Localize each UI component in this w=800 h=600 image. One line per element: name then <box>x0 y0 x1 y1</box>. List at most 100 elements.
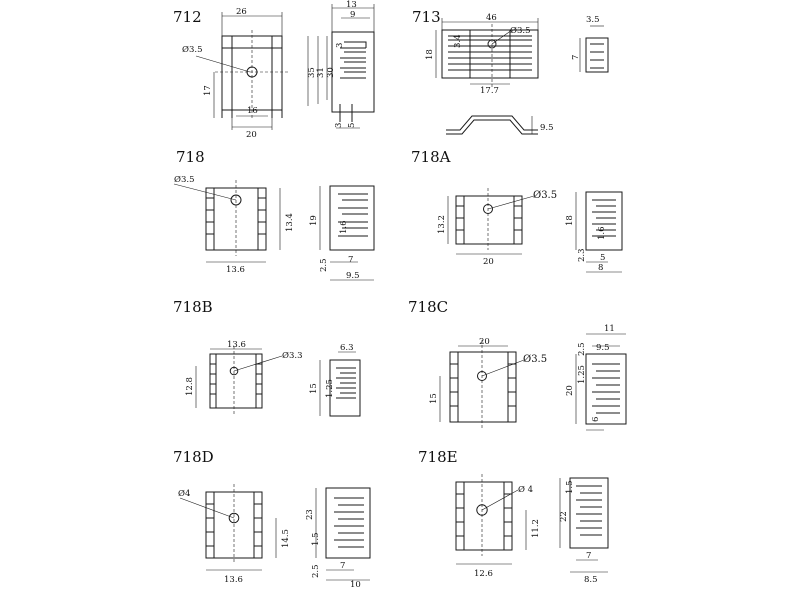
dim-hole: Ø 4 <box>518 484 533 495</box>
part-713: 713 46 18 3.4 Ø3.5 17.7 3.5 <box>412 8 609 135</box>
dim-pitch: 1.6 <box>597 226 607 240</box>
part-label: 712 <box>173 8 202 26</box>
dim-inner: 20 <box>246 130 257 140</box>
dim-depth: 10 <box>350 580 361 590</box>
dim-side-h: 15 <box>309 383 319 394</box>
dim-fin: 7 <box>340 561 345 571</box>
part-718: 718 Ø3.5 13.4 13.6 19 1.6 2.5 7 <box>173 148 375 281</box>
dim-width: 26 <box>236 7 247 17</box>
dim-fin: 7 <box>586 551 591 561</box>
part-label: 718B <box>173 298 213 316</box>
dim-pitch: 1.25 <box>325 379 335 398</box>
dim-pitch: 1.6 <box>339 220 349 234</box>
part-718B: 718B 13.6 Ø3.3 12.8 6.3 15 1.25 <box>173 298 361 417</box>
dim-base: 6 <box>591 417 601 422</box>
dim-h-inner: 30 <box>326 67 336 78</box>
dim-pitch: 1.5 <box>311 532 321 546</box>
dim-depth: 11 <box>604 324 615 334</box>
dim-fin: 7 <box>348 255 353 265</box>
dim-height: 14.5 <box>281 529 291 548</box>
side-view: 23 1.5 2.5 7 10 <box>305 487 371 590</box>
dim-bend: 9.5 <box>540 123 554 133</box>
dim-width: 13.6 <box>227 340 246 350</box>
dim-width: 12.6 <box>474 569 493 579</box>
dim-center: 17.7 <box>480 86 499 96</box>
part-718C: 718C 20 Ø3.5 15 11 9.5 2.5 1.25 <box>408 298 627 431</box>
part-718D: 718D Ø4 14.5 13.6 23 1.5 2.5 7 1 <box>173 448 371 590</box>
dim-side-w: 3.5 <box>586 15 600 25</box>
dim-top: 2.5 <box>577 342 587 356</box>
dim-hole: Ø3.5 <box>510 25 531 36</box>
dim-depth: 8.5 <box>584 575 598 585</box>
front-view: 13.6 Ø3.3 12.8 <box>185 340 303 414</box>
dim-side-h: 18 <box>565 215 575 226</box>
dim-fin-gap: 3 <box>335 43 345 48</box>
dim-width: 20 <box>479 337 490 347</box>
part-718A: 718A Ø3.5 13.2 20 18 1.6 2.3 5 8 <box>411 148 623 273</box>
side-view: 19 1.6 2.5 7 9.5 <box>309 185 375 281</box>
side-view: 1.5 22 7 8.5 <box>559 477 609 585</box>
side-view: 6.3 15 1.25 <box>309 343 361 417</box>
dim-fin-pitch: 9 <box>350 10 355 20</box>
dim-pitch: 1.25 <box>577 365 587 384</box>
dim-width: 20 <box>483 257 494 267</box>
dim-depth: 6.3 <box>340 343 354 353</box>
part-label: 718C <box>408 298 448 316</box>
dim-height: 11.2 <box>531 519 541 538</box>
dim-side-h: 20 <box>565 385 575 396</box>
front-view: Ø3.5 13.4 13.6 <box>173 174 295 275</box>
dim-leg: 17 <box>203 85 213 96</box>
dim-hole: Ø3.3 <box>282 350 303 361</box>
dim-h-mid: 31 <box>316 67 326 78</box>
front-view: 26 Ø3.5 16 20 17 <box>182 7 290 140</box>
dim-base: 2.5 <box>319 258 329 272</box>
dim-base-t: 3 <box>334 123 344 128</box>
dim-height: 18 <box>425 49 435 60</box>
front-view: 46 18 3.4 Ø3.5 17.7 <box>425 13 539 96</box>
dim-fin-w: 9.5 <box>596 343 610 353</box>
dim-hole: Ø3.5 <box>182 44 203 55</box>
dim-height: 13.4 <box>285 213 295 232</box>
part-label: 718E <box>418 448 458 466</box>
part-label: 718A <box>411 148 451 166</box>
dim-hole: Ø3.5 <box>174 174 195 185</box>
dim-fin: 5 <box>600 253 605 263</box>
dim-side-h: 23 <box>305 509 315 520</box>
dim-height: 13.2 <box>437 215 447 234</box>
dim-fin: 3.4 <box>453 34 463 48</box>
dim-base-w: 5 <box>347 123 357 128</box>
dim-side-h: 7 <box>571 55 581 60</box>
side-view: 3.5 7 <box>571 15 609 73</box>
side-view: 11 9.5 2.5 1.25 20 6 <box>565 324 627 431</box>
dim-width: 13.6 <box>224 575 243 585</box>
dim-height: 12.8 <box>185 377 195 396</box>
part-label: 713 <box>412 8 441 26</box>
front-view: Ø4 14.5 13.6 <box>178 484 291 585</box>
dim-height: 15 <box>429 393 439 404</box>
front-view: Ø 4 11.2 12.6 <box>455 474 541 579</box>
dim-depth: 8 <box>598 263 603 273</box>
dim-hole: Ø3.5 <box>533 190 557 201</box>
front-view: 20 Ø3.5 15 <box>429 337 547 428</box>
dim-hole: Ø3.5 <box>523 354 547 365</box>
dim-hole: Ø4 <box>178 488 190 499</box>
dim-gap: 16 <box>247 106 258 116</box>
part-label: 718 <box>176 148 205 166</box>
front-view: Ø3.5 13.2 20 <box>437 188 557 267</box>
part-712: 712 26 Ø3.5 <box>173 0 375 140</box>
side-view: 13 9 35 31 30 3 3 5 <box>307 0 375 129</box>
dim-h-total: 35 <box>307 67 317 78</box>
bend-view: 9.5 <box>446 115 554 135</box>
dim-width: 46 <box>486 13 497 23</box>
dim-depth: 13 <box>346 0 357 10</box>
dim-top: 1.5 <box>565 480 575 494</box>
dim-depth: 9.5 <box>346 271 360 281</box>
side-view: 18 1.6 2.3 5 8 <box>565 191 623 273</box>
part-718E: 718E Ø 4 11.2 12.6 1.5 22 7 8.5 <box>418 448 609 585</box>
mounting-hole <box>228 512 240 524</box>
part-label: 718D <box>173 448 214 466</box>
dim-side-h: 19 <box>309 215 319 226</box>
dim-base: 2.5 <box>311 564 321 578</box>
